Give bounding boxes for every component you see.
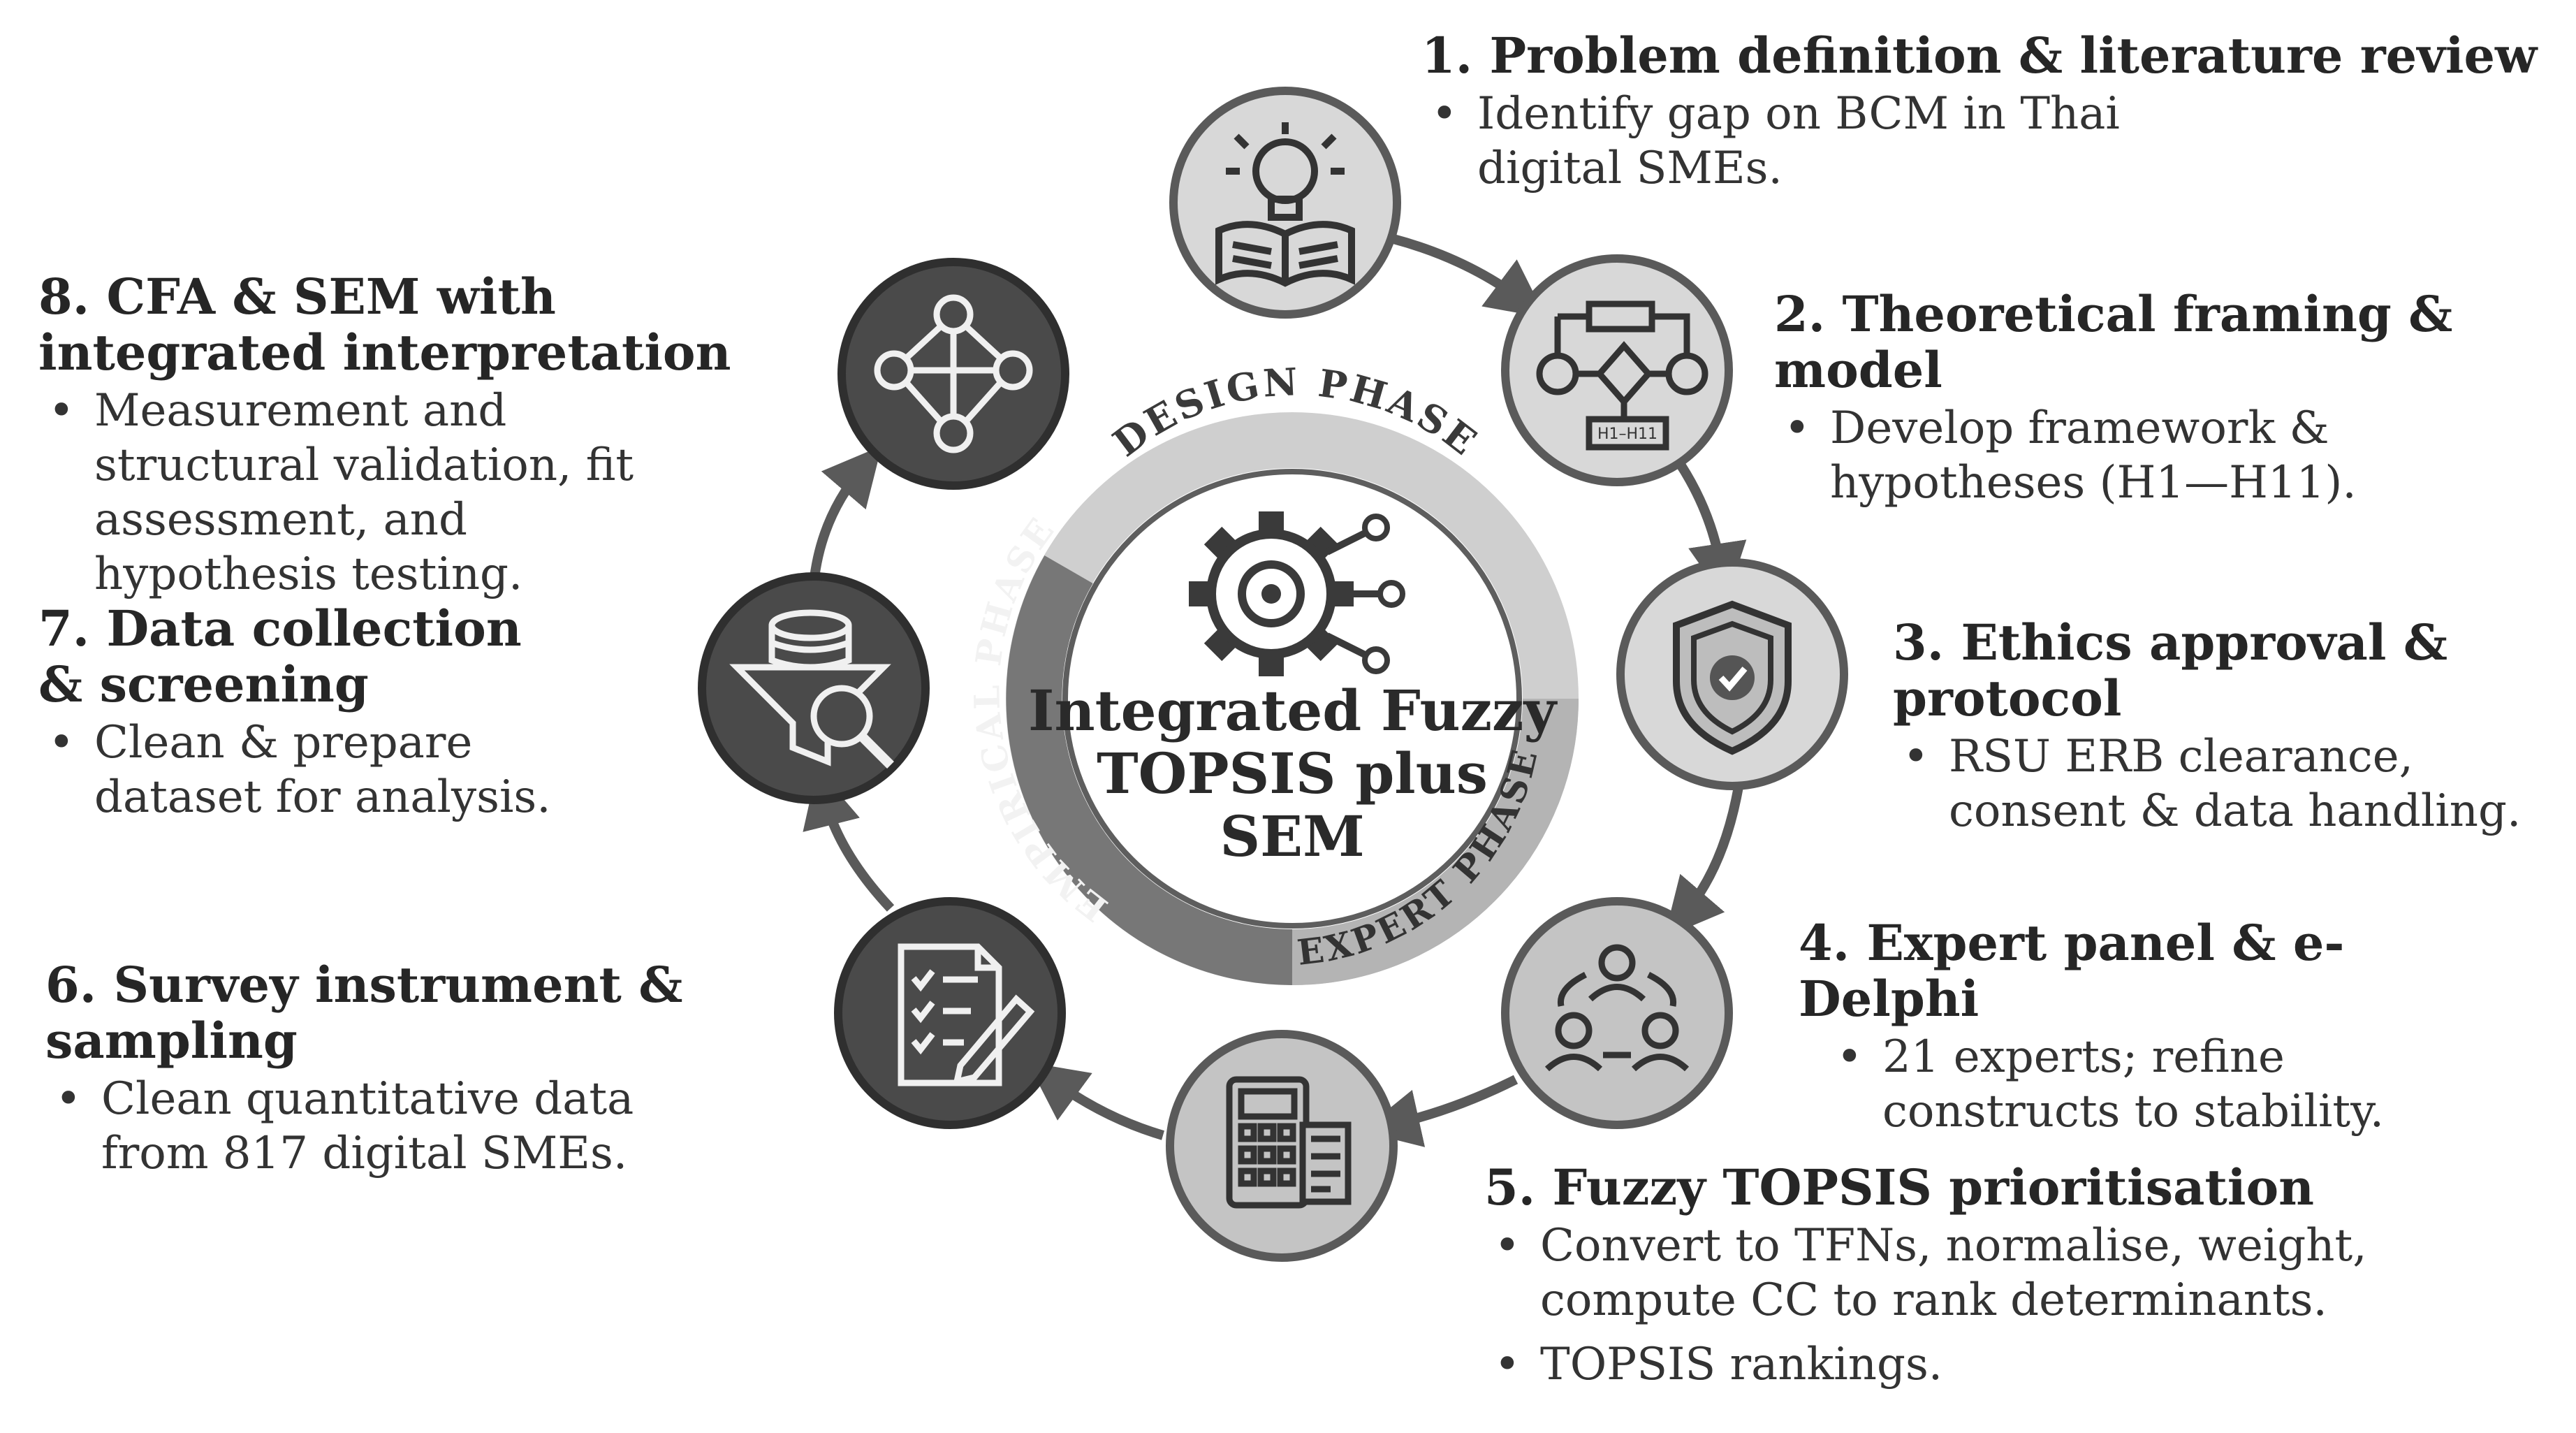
step-1-text: 1. Problem definition & literature revie… xyxy=(1421,28,2539,196)
step-7-text: 7. Data collection & screening Clean & p… xyxy=(38,601,667,824)
ring-segment-empirical xyxy=(1006,555,1293,985)
step-7-title: 7. Data collection & screening xyxy=(38,599,522,713)
step-8-text: 8. CFA & SEM with integrated interpretat… xyxy=(38,269,793,602)
step-node-8 xyxy=(837,258,1069,490)
arrow-7-to-8 xyxy=(809,446,882,584)
database-funnel-icon xyxy=(729,609,894,769)
arrow-3-to-4 xyxy=(1664,781,1744,938)
checklist-pencil-icon xyxy=(898,943,1035,1086)
step-4-bullet: 21 experts; refine constructs to stabili… xyxy=(1827,1030,2497,1139)
center-title-line-2: TOPSIS plus xyxy=(1097,741,1488,806)
arrow-4-to-5 xyxy=(1361,1075,1518,1147)
step-5-bullet-2: TOPSIS rankings. xyxy=(1484,1337,2497,1392)
arrow-1-to-2 xyxy=(1392,234,1546,319)
step-7-bullets: Clean & prepare dataset for analysis. xyxy=(38,715,632,824)
step-1-title: 1. Problem definition & literature revie… xyxy=(1421,27,2538,85)
step-node-1 xyxy=(1169,87,1401,319)
step-5-bullets: Convert to TFNs, normalise, weight, comp… xyxy=(1484,1219,2497,1392)
step-3-bullet: RSU ERB clearance, consent & data handli… xyxy=(1893,729,2570,838)
step-node-3 xyxy=(1616,558,1848,790)
shield-check-icon xyxy=(1673,600,1792,755)
step-5-text: 5. Fuzzy TOPSIS prioritisation Convert t… xyxy=(1484,1160,2497,1392)
center-title-line-1: Integrated Fuzzy xyxy=(1028,678,1558,743)
step-5-bullet-1: Convert to TFNs, normalise, weight, comp… xyxy=(1484,1219,2497,1327)
step-4-title: 4. Expert panel & e-Delphi xyxy=(1799,914,2345,1028)
step-6-title: 6. Survey instrument & sampling xyxy=(45,956,683,1070)
phase-ring: DESIGN PHASE EXPERT PHASE EMPIRICAL PHAS… xyxy=(966,359,1579,985)
step-node-7 xyxy=(698,572,930,804)
step-3-bullets: RSU ERB clearance, consent & data handli… xyxy=(1893,729,2570,838)
step-2-text: 2. Theoretical framing & model Develop f… xyxy=(1774,286,2563,510)
step-8-bullets: Measurement and structural validation, f… xyxy=(38,384,723,602)
step-7-bullet: Clean & prepare dataset for analysis. xyxy=(38,715,632,824)
step-8-bullet: Measurement and structural validation, f… xyxy=(38,384,723,602)
step-3-title: 3. Ethics approval & protocol xyxy=(1893,613,2448,727)
step-6-bullet: Clean quantitative data from 817 digital… xyxy=(45,1072,674,1181)
step-node-4 xyxy=(1501,897,1733,1129)
step-4-text: 4. Expert panel & e-Delphi 21 experts; r… xyxy=(1799,915,2497,1139)
gear-network-icon xyxy=(1189,511,1405,676)
step-node-5 xyxy=(1166,1030,1398,1262)
arrow-6-to-7 xyxy=(803,768,895,912)
step-2-bullet: Develop framework & hypotheses (H1—H11). xyxy=(1774,401,2563,510)
ring-segment-expert xyxy=(1291,698,1579,985)
flowchart-icon-label: H1–H11 xyxy=(1597,425,1657,443)
step-8-title: 8. CFA & SEM with integrated interpretat… xyxy=(38,268,731,381)
step-4-bullets: 21 experts; refine constructs to stabili… xyxy=(1827,1030,2497,1139)
calculator-icon xyxy=(1226,1076,1352,1209)
step-2-title: 2. Theoretical framing & model xyxy=(1774,285,2453,399)
step-6-text: 6. Survey instrument & sampling Clean qu… xyxy=(45,957,842,1181)
step-3-text: 3. Ethics approval & protocol RSU ERB cl… xyxy=(1893,615,2570,838)
lightbulb-book-icon xyxy=(1215,122,1355,287)
arrow-5-to-6 xyxy=(1027,1062,1164,1140)
step-node-6 xyxy=(834,897,1066,1129)
step-2-bullets: Develop framework & hypotheses (H1—H11). xyxy=(1774,401,2563,510)
step-1-bullet: Identify gap on BCM in Thai digital SMEs… xyxy=(1421,87,2225,196)
step-5-title: 5. Fuzzy TOPSIS prioritisation xyxy=(1484,1158,2315,1216)
step-6-bullets: Clean quantitative data from 817 digital… xyxy=(45,1072,674,1181)
step-node-2: H1–H11 xyxy=(1501,254,1733,486)
flowchart-icon xyxy=(1536,300,1708,451)
expert-panel-icon xyxy=(1544,944,1690,1072)
center-title-line-3: SEM xyxy=(1220,803,1364,869)
step-1-bullets: Identify gap on BCM in Thai digital SMEs… xyxy=(1421,87,2225,196)
sem-network-icon xyxy=(874,294,1033,453)
